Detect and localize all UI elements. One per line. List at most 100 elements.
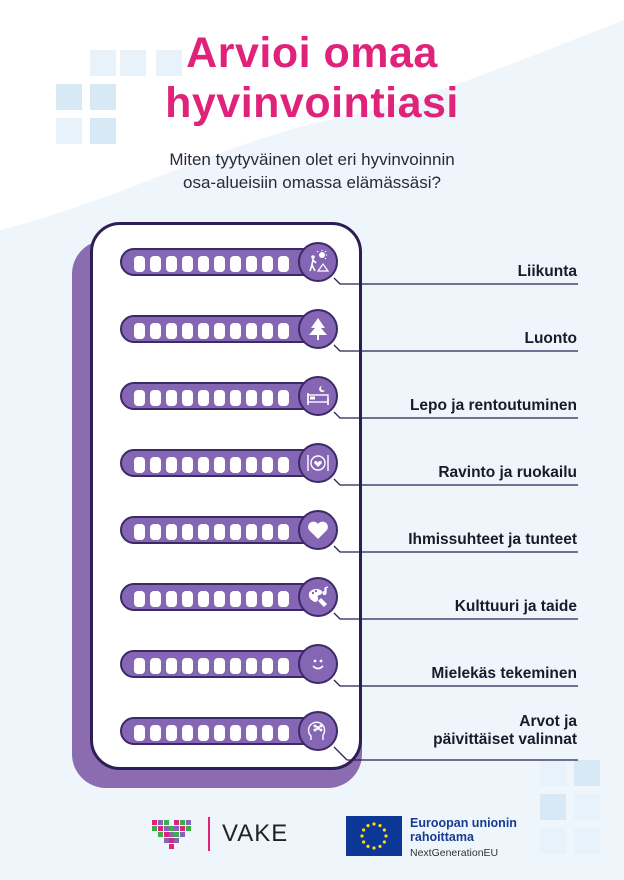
rating-segment[interactable] bbox=[262, 658, 273, 674]
rating-segment[interactable] bbox=[214, 591, 225, 607]
rating-segment[interactable] bbox=[182, 323, 193, 339]
rating-label: Ravinto ja ruokailu bbox=[438, 464, 577, 482]
rating-segment[interactable] bbox=[166, 256, 177, 272]
rating-segment[interactable] bbox=[198, 390, 209, 406]
vake-heart-logo bbox=[152, 820, 191, 849]
rating-segment[interactable] bbox=[150, 725, 161, 741]
connector-line bbox=[333, 612, 578, 620]
rating-segment[interactable] bbox=[134, 524, 145, 540]
rating-segment[interactable] bbox=[198, 457, 209, 473]
rating-segment[interactable] bbox=[278, 591, 289, 607]
rating-segment[interactable] bbox=[182, 457, 193, 473]
rating-segment[interactable] bbox=[166, 658, 177, 674]
rating-segment[interactable] bbox=[166, 323, 177, 339]
rating-label: Liikunta bbox=[518, 263, 577, 281]
rating-segment[interactable] bbox=[150, 524, 161, 540]
rating-segment[interactable] bbox=[246, 323, 257, 339]
rating-segment[interactable] bbox=[278, 457, 289, 473]
eu-line-3: NextGenerationEU bbox=[410, 847, 499, 859]
rating-segment[interactable] bbox=[230, 591, 241, 607]
rating-segment[interactable] bbox=[214, 658, 225, 674]
rating-segment[interactable] bbox=[278, 390, 289, 406]
rating-segment[interactable] bbox=[182, 524, 193, 540]
rating-segment[interactable] bbox=[182, 256, 193, 272]
rating-row: Mielekäs tekeminen bbox=[0, 644, 624, 710]
rating-segment[interactable] bbox=[230, 524, 241, 540]
rating-scale-bar bbox=[120, 382, 320, 410]
rating-segment[interactable] bbox=[214, 323, 225, 339]
rating-segment[interactable] bbox=[246, 390, 257, 406]
rating-segment[interactable] bbox=[262, 524, 273, 540]
rating-segment[interactable] bbox=[182, 591, 193, 607]
rating-segment[interactable] bbox=[230, 457, 241, 473]
rating-segment[interactable] bbox=[246, 591, 257, 607]
eu-star bbox=[372, 822, 376, 826]
rating-segment[interactable] bbox=[246, 658, 257, 674]
rating-segment[interactable] bbox=[198, 256, 209, 272]
eu-star bbox=[384, 834, 388, 838]
rating-segment[interactable] bbox=[262, 256, 273, 272]
rating-segment[interactable] bbox=[134, 457, 145, 473]
rating-segment[interactable] bbox=[134, 591, 145, 607]
connector-line bbox=[333, 344, 578, 352]
rating-segment[interactable] bbox=[150, 591, 161, 607]
rating-segment[interactable] bbox=[198, 323, 209, 339]
rating-segment[interactable] bbox=[246, 524, 257, 540]
connector-line bbox=[333, 411, 578, 419]
rating-label-line-1: Ihmissuhteet ja tunteet bbox=[408, 531, 577, 548]
rating-segment[interactable] bbox=[230, 725, 241, 741]
rating-scale-bar bbox=[120, 516, 320, 544]
rating-segment[interactable] bbox=[182, 725, 193, 741]
rating-segment[interactable] bbox=[214, 725, 225, 741]
rating-segment[interactable] bbox=[262, 323, 273, 339]
rating-segment[interactable] bbox=[214, 256, 225, 272]
rating-segment[interactable] bbox=[166, 390, 177, 406]
rating-segment[interactable] bbox=[230, 390, 241, 406]
bed-moon-icon bbox=[298, 376, 338, 416]
rating-segment[interactable] bbox=[198, 524, 209, 540]
rating-label: Mielekäs tekeminen bbox=[431, 665, 577, 683]
rating-segment[interactable] bbox=[134, 323, 145, 339]
rating-segment[interactable] bbox=[214, 390, 225, 406]
rating-segment[interactable] bbox=[166, 524, 177, 540]
eu-star bbox=[362, 840, 366, 844]
rating-segment[interactable] bbox=[278, 725, 289, 741]
rating-segment[interactable] bbox=[150, 256, 161, 272]
rating-segment[interactable] bbox=[150, 658, 161, 674]
rating-segment[interactable] bbox=[278, 524, 289, 540]
rating-scale-bar bbox=[120, 315, 320, 343]
rating-segment[interactable] bbox=[230, 323, 241, 339]
rating-label-line-1: Kulttuuri ja taide bbox=[454, 598, 577, 615]
rating-segment[interactable] bbox=[214, 457, 225, 473]
rating-segment[interactable] bbox=[134, 390, 145, 406]
rating-segment[interactable] bbox=[278, 658, 289, 674]
rating-segment[interactable] bbox=[134, 256, 145, 272]
rating-segment[interactable] bbox=[262, 457, 273, 473]
rating-segment[interactable] bbox=[230, 256, 241, 272]
rating-segment[interactable] bbox=[198, 591, 209, 607]
rating-segment[interactable] bbox=[166, 457, 177, 473]
tree-icon bbox=[298, 309, 338, 349]
rating-segment[interactable] bbox=[166, 591, 177, 607]
rating-label: Lepo ja rentoutuminen bbox=[410, 397, 577, 415]
rating-segment[interactable] bbox=[198, 658, 209, 674]
rating-segment[interactable] bbox=[198, 725, 209, 741]
rating-segment[interactable] bbox=[230, 658, 241, 674]
rating-segment[interactable] bbox=[262, 390, 273, 406]
rating-segment[interactable] bbox=[262, 591, 273, 607]
rating-segment[interactable] bbox=[150, 390, 161, 406]
rating-segment[interactable] bbox=[150, 457, 161, 473]
rating-segment[interactable] bbox=[134, 658, 145, 674]
rating-segment[interactable] bbox=[182, 658, 193, 674]
rating-segment[interactable] bbox=[150, 323, 161, 339]
rating-segment[interactable] bbox=[278, 323, 289, 339]
rating-segment[interactable] bbox=[246, 457, 257, 473]
rating-segment[interactable] bbox=[246, 725, 257, 741]
rating-segment[interactable] bbox=[134, 725, 145, 741]
rating-segment[interactable] bbox=[278, 256, 289, 272]
rating-segment[interactable] bbox=[166, 725, 177, 741]
rating-segment[interactable] bbox=[182, 390, 193, 406]
rating-segment[interactable] bbox=[262, 725, 273, 741]
rating-segment[interactable] bbox=[214, 524, 225, 540]
rating-segment[interactable] bbox=[246, 256, 257, 272]
